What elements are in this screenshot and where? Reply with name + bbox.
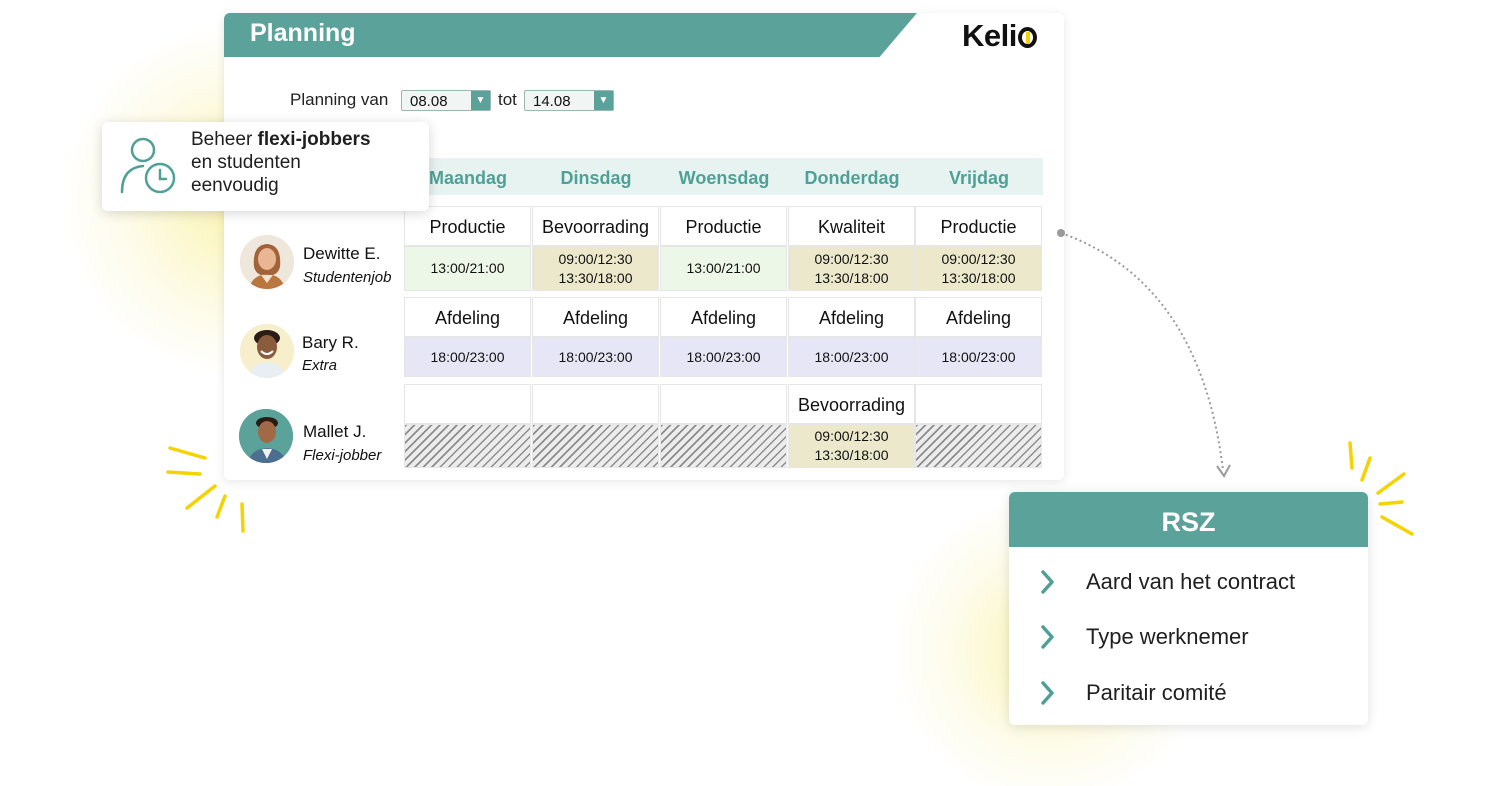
shift-time-cell[interactable]: 18:00/23:00	[788, 337, 915, 377]
shift-dept-cell[interactable]: Afdeling	[660, 297, 787, 337]
chevron-right-icon	[1041, 681, 1054, 705]
shift-time-cell[interactable]: 18:00/23:00	[915, 337, 1042, 377]
shift-dept-cell[interactable]: Bevoorrading	[788, 384, 915, 424]
callout-line-2: en studenten	[191, 152, 301, 173]
day-header-wednesday: Woensdag	[678, 168, 770, 188]
shift-time: 18:00/23:00	[430, 348, 505, 365]
rsz-card: RSZ	[1009, 492, 1368, 725]
employee-name: Bary R.	[302, 333, 359, 352]
shift-dept-cell[interactable]: Afdeling	[532, 297, 659, 337]
unavailable-cell	[915, 424, 1042, 468]
shift-time: 09:00/12:30	[814, 250, 889, 267]
rsz-item: Aard van het contract	[1086, 569, 1296, 594]
shift-dept-cell-empty[interactable]	[915, 384, 1042, 424]
person-avatar-icon	[240, 235, 294, 289]
range-from-select[interactable]: 08.08 ▼	[401, 90, 491, 111]
shift-time: 09:00/12:30	[814, 428, 889, 444]
shift-dept-cell[interactable]: Productie	[915, 206, 1042, 246]
shift-dept-cell[interactable]: Productie	[660, 206, 787, 246]
shift-dept-cell[interactable]: Afdeling	[915, 297, 1042, 337]
shift-time: 13:30/18:00	[814, 269, 889, 286]
day-header-tuesday: Dinsdag	[560, 168, 632, 188]
range-to-label: tot	[498, 90, 517, 109]
shift-dept-cell-empty[interactable]	[532, 384, 659, 424]
kelio-logo: Keli	[962, 18, 1037, 54]
callout-line-1-bold: flexi-jobbers	[257, 129, 371, 150]
chevron-down-icon: ▼	[471, 91, 490, 110]
range-to-value: 14.08	[533, 93, 571, 110]
shift-dept-cell[interactable]: Productie	[404, 206, 531, 246]
shift-dept-cell-empty[interactable]	[404, 384, 531, 424]
shift-time: 13:30/18:00	[814, 447, 889, 463]
employee-role: Flexi-jobber	[303, 447, 382, 464]
rsz-item: Type werknemer	[1086, 624, 1249, 649]
shift-time-cell[interactable]: 18:00/23:00	[532, 337, 659, 377]
shift-time: 18:00/23:00	[941, 348, 1016, 365]
avatar	[240, 235, 294, 289]
callout-line-1: Beheer flexi-jobbers	[191, 128, 421, 151]
callout-line-3: eenvoudig	[191, 175, 279, 196]
avatar	[240, 324, 294, 378]
day-header-monday: Maandag	[428, 168, 507, 188]
shift-dept-cell[interactable]: Kwaliteit	[788, 206, 915, 246]
connector-arrow	[1057, 229, 1231, 478]
shift-time-cell[interactable]: 09:00/12:30 13:30/18:00	[788, 246, 915, 291]
sparkle-icon	[166, 446, 245, 533]
unavailable-cell	[532, 424, 659, 468]
shift-time: 09:00/12:30	[558, 250, 633, 267]
employee-name: Dewitte E.	[303, 244, 381, 263]
logo-text: Keli	[962, 18, 1017, 53]
person-avatar-icon	[240, 324, 294, 378]
unavailable-cell	[404, 424, 531, 468]
callout-text: Beheer flexi-jobbers en studenten eenvou…	[191, 128, 421, 197]
page-title: Planning	[250, 19, 356, 47]
planning-header-bar	[224, 13, 917, 57]
shift-dept-cell[interactable]: Afdeling	[404, 297, 531, 337]
day-header-bar	[404, 158, 1043, 195]
shift-time-cell[interactable]: 18:00/23:00	[660, 337, 787, 377]
chevron-right-icon	[1041, 570, 1054, 594]
employee-role: Extra	[302, 357, 338, 374]
shift-time-cell[interactable]: 09:00/12:30 13:30/18:00	[788, 424, 915, 468]
chevron-down-icon: ▼	[594, 91, 613, 110]
shift-time: 18:00/23:00	[686, 348, 761, 365]
rsz-title: RSZ	[1161, 507, 1216, 537]
range-from-value: 08.08	[410, 93, 448, 110]
shift-dept-cell[interactable]: Bevoorrading	[532, 206, 659, 246]
range-to-select[interactable]: 14.08 ▼	[524, 90, 614, 111]
shift-dept-cell[interactable]: Afdeling	[788, 297, 915, 337]
shift-time: 13:30/18:00	[941, 269, 1016, 286]
logo-o-mark	[1017, 27, 1037, 48]
person-clock-icon	[120, 137, 176, 194]
shift-time: 09:00/12:30	[941, 250, 1016, 267]
shift-time: 13:00/21:00	[430, 260, 505, 276]
unavailable-cell	[660, 424, 787, 468]
shift-time: 13:30/18:00	[558, 269, 633, 286]
callout-line-1-prefix: Beheer	[191, 129, 258, 150]
shift-time-cell[interactable]: 18:00/23:00	[404, 337, 531, 377]
shift-time: 18:00/23:00	[558, 348, 633, 365]
shift-time: 18:00/23:00	[814, 348, 889, 365]
employee-name: Mallet J.	[303, 422, 367, 441]
shift-time-cell[interactable]: 13:00/21:00	[660, 246, 787, 291]
avatar	[239, 409, 293, 463]
employee-role: Studentenjob	[303, 269, 392, 286]
day-header-thursday: Donderdag	[804, 168, 900, 188]
day-header-friday: Vrijdag	[948, 168, 1010, 188]
rsz-item: Paritair comité	[1086, 680, 1227, 705]
range-from-label: Planning van	[290, 90, 389, 109]
shift-time-cell[interactable]: 13:00/21:00	[404, 246, 531, 291]
shift-time-cell[interactable]: 09:00/12:30 13:30/18:00	[532, 246, 659, 291]
rsz-header	[1009, 492, 1368, 547]
shift-time-cell[interactable]: 09:00/12:30 13:30/18:00	[915, 246, 1042, 291]
shift-time: 13:00/21:00	[686, 260, 761, 276]
sparkle-icon	[1348, 441, 1414, 536]
person-avatar-icon	[239, 409, 293, 463]
shift-dept-cell-empty[interactable]	[660, 384, 787, 424]
chevron-right-icon	[1041, 625, 1054, 649]
